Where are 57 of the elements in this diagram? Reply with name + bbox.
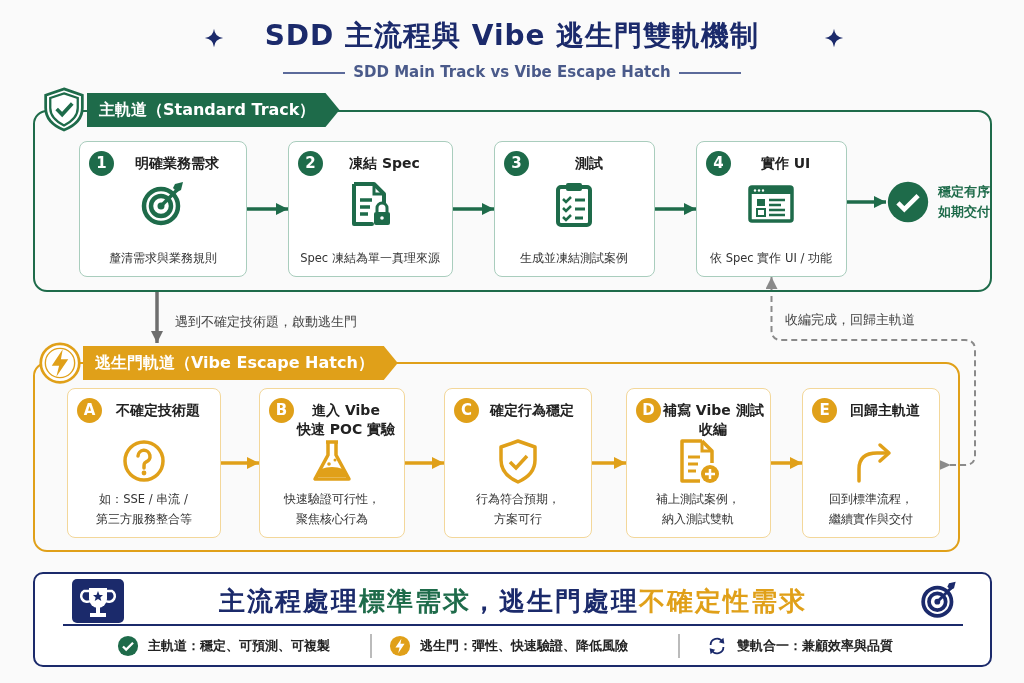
step-description: 釐清需求與業務規則 bbox=[107, 250, 218, 267]
step-description: 如：SSE / 串流 / 第三方服務整合等 bbox=[94, 491, 193, 528]
summary-item: 雙軌合一：兼顧效率與品質 bbox=[737, 637, 893, 655]
step-card bbox=[259, 388, 405, 538]
step-description: 回到標準流程，繼續實作與交付 bbox=[827, 491, 914, 528]
summary-panel bbox=[33, 572, 992, 667]
step-title: 確定行為穩定 bbox=[488, 401, 575, 420]
arrow bbox=[151, 292, 163, 343]
number-badge: 2 bbox=[298, 151, 323, 176]
step-description: 行為符合預期，方案可行 bbox=[474, 491, 561, 528]
title: SDD 主流程與 Vibe 逃生門雙軌機制 bbox=[264, 18, 760, 54]
step-card bbox=[494, 141, 655, 277]
result-label: 穩定有序如期交付 bbox=[938, 183, 990, 221]
step-card bbox=[79, 141, 247, 277]
summary-item: 主軌道：穩定、可預測、可複製 bbox=[148, 637, 330, 655]
arrow bbox=[655, 203, 696, 215]
step-title: 不確定技術題 bbox=[115, 401, 201, 420]
number-badge: 1 bbox=[89, 151, 114, 176]
subtitle: SDD Main Track vs Vibe Escape Hatch bbox=[353, 62, 671, 82]
step-card bbox=[626, 388, 771, 538]
step-title: 補寫 Vibe 測試收編 bbox=[663, 401, 762, 439]
number-badge: 4 bbox=[706, 151, 731, 176]
arrow bbox=[847, 196, 886, 208]
step-title: 回歸主軌道 bbox=[849, 401, 921, 420]
number-badge: D bbox=[636, 398, 661, 423]
step-card bbox=[696, 141, 847, 277]
arrow bbox=[592, 457, 626, 469]
arrow bbox=[771, 457, 802, 469]
number-badge: E bbox=[812, 398, 837, 423]
step-description: Spec 凍結為單一真理來源 bbox=[299, 250, 441, 267]
step-description: 快速驗證可行性，聚焦核心行為 bbox=[282, 491, 381, 528]
step-title: 明確業務需求 bbox=[134, 154, 220, 173]
step-title: 實作 UI bbox=[759, 154, 812, 173]
arrow bbox=[405, 457, 444, 469]
number-badge: 3 bbox=[504, 151, 529, 176]
summary-heading: 主流程處理標準需求，逃生門處理不確定性需求 bbox=[218, 585, 807, 618]
step-description: 生成並凍結測試案例 bbox=[519, 250, 629, 267]
step-card bbox=[802, 388, 940, 538]
number-badge: C bbox=[454, 398, 479, 423]
step-title: 進入 Vibe 快速 POC 實驗 bbox=[296, 401, 396, 439]
step-card bbox=[444, 388, 592, 538]
arrow bbox=[765, 276, 976, 470]
step-description: 補上測試案例，納入測試雙軌 bbox=[655, 491, 741, 528]
summary-item: 逃生門：彈性、快速驗證、降低風險 bbox=[420, 637, 628, 655]
arrow bbox=[247, 203, 288, 215]
track-banner: 逃生門軌道（Vibe Escape Hatch） bbox=[83, 346, 398, 380]
arrow bbox=[453, 203, 494, 215]
number-badge: A bbox=[77, 398, 102, 423]
step-title: 凍結 Spec bbox=[348, 154, 421, 173]
edge-label: 收編完成，回歸主軌道 bbox=[782, 311, 918, 329]
number-badge: B bbox=[269, 398, 294, 423]
step-card bbox=[288, 141, 453, 277]
track-banner: 主軌道（Standard Track） bbox=[87, 93, 340, 127]
arrow bbox=[221, 457, 259, 469]
step-description: 依 Spec 實作 UI / 功能 bbox=[709, 250, 833, 267]
step-title: 測試 bbox=[573, 154, 604, 173]
step-card bbox=[67, 388, 221, 538]
